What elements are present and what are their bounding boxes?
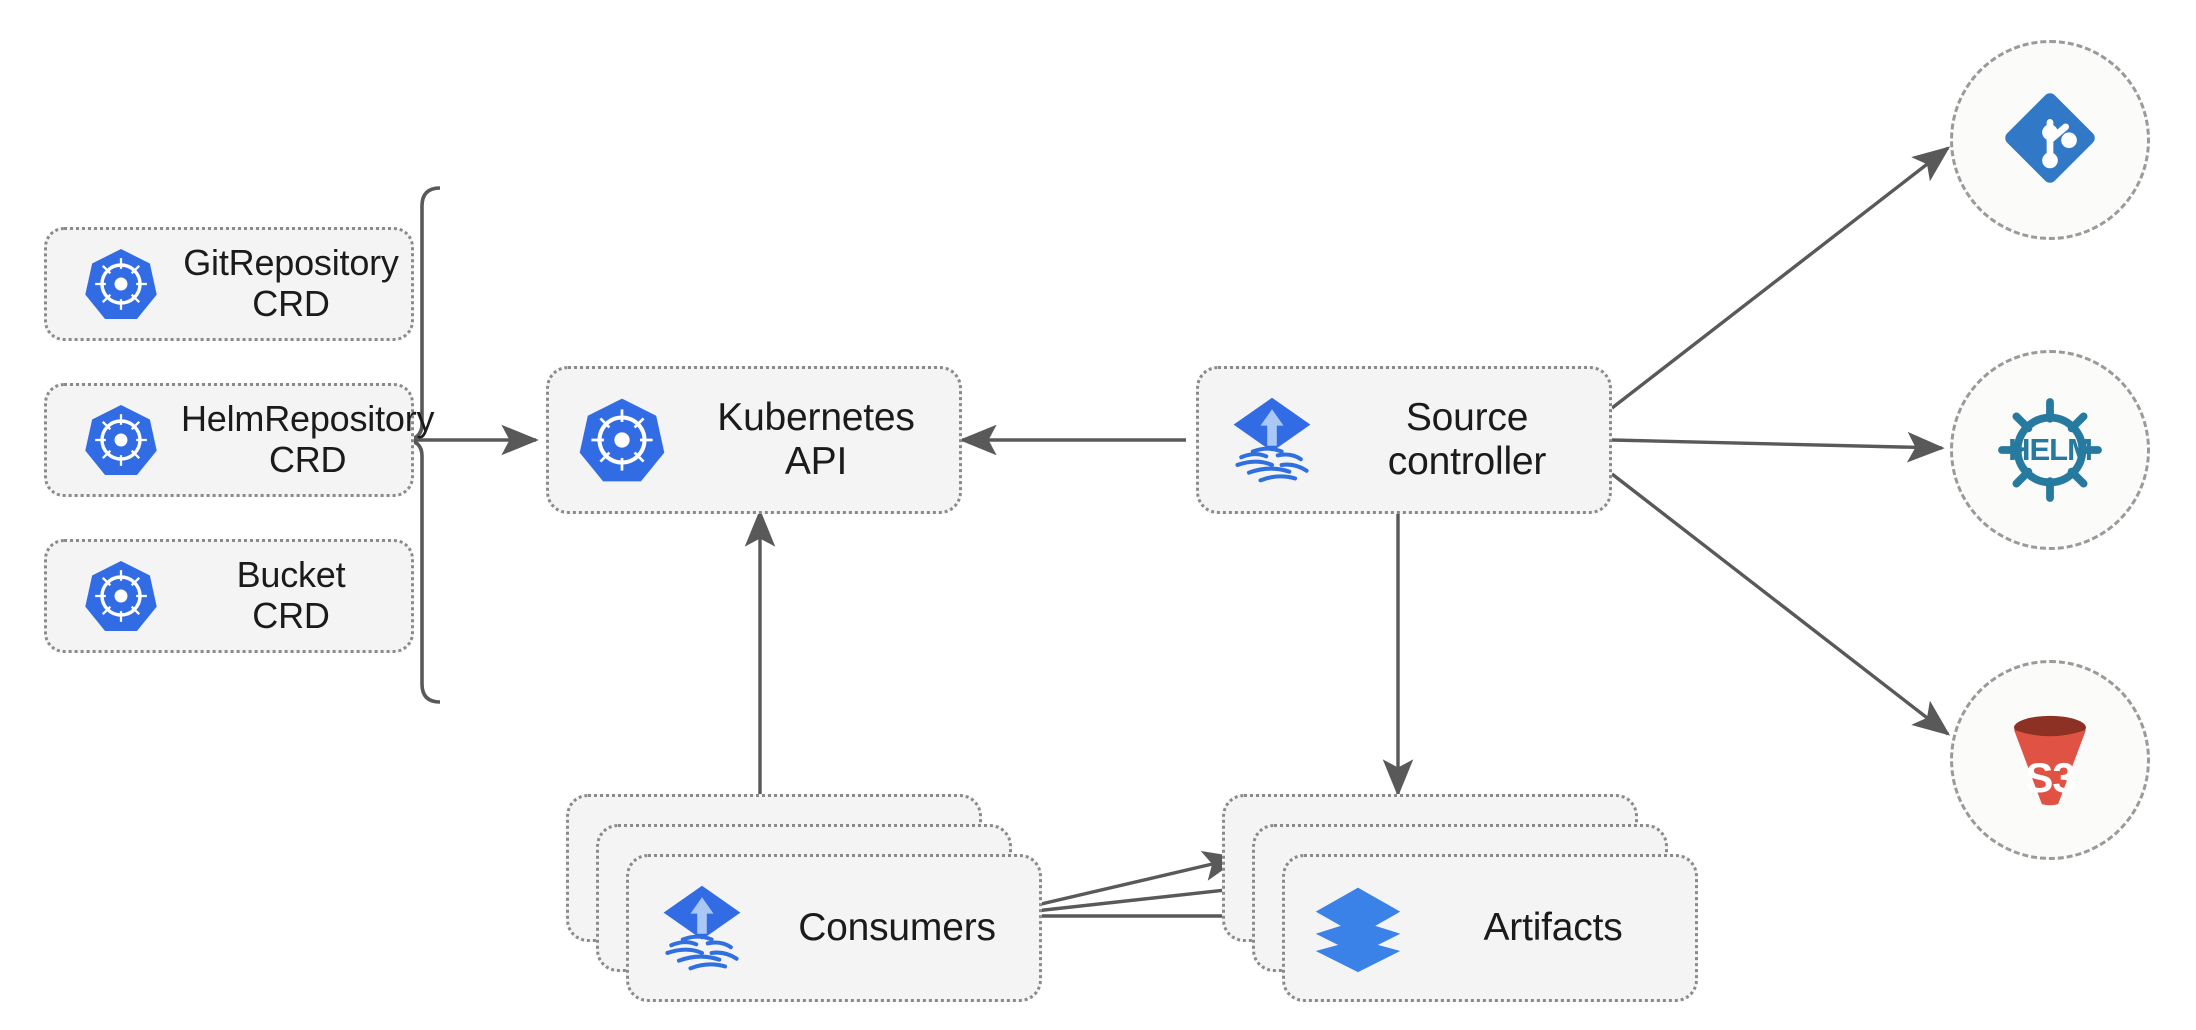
helm-icon: HELM — [1990, 390, 2110, 510]
node-label: Source controller — [1387, 395, 1547, 483]
node-label: Consumers — [798, 905, 996, 949]
edge-source-controller-to-helm — [1611, 431, 1945, 463]
s3-bucket-icon: S3 — [1992, 702, 2108, 818]
node-source-controller[interactable]: Source controller — [1196, 366, 1612, 514]
kubernetes-icon — [61, 246, 181, 322]
edge-source-controller-to-git — [1610, 146, 1951, 410]
helm-wordmark: HELM — [2008, 432, 2093, 467]
target-circle-helm[interactable]: HELM — [1950, 350, 2150, 550]
kubernetes-icon — [61, 558, 181, 634]
crd-box-gitrepository[interactable]: GitRepository CRD — [44, 227, 414, 341]
flux-icon — [639, 880, 765, 976]
target-circle-git[interactable] — [1950, 40, 2150, 240]
kubernetes-icon — [61, 402, 181, 478]
edge-source-controller-to-s3 — [1610, 472, 1951, 736]
layers-icon — [1295, 880, 1421, 976]
kubernetes-icon — [561, 395, 683, 485]
node-consumers[interactable]: Consumers — [626, 854, 1042, 1002]
git-icon — [1994, 82, 2106, 199]
node-artifacts[interactable]: Artifacts — [1282, 854, 1698, 1002]
target-circle-s3[interactable]: S3 — [1950, 660, 2150, 860]
flux-icon — [1209, 392, 1335, 488]
crd-label: GitRepository CRD — [183, 242, 399, 324]
crd-box-helmrepository[interactable]: HelmRepository CRD — [44, 383, 434, 497]
node-kubernetes-api[interactable]: Kubernetes API — [546, 366, 962, 514]
node-label: Artifacts — [1483, 905, 1623, 949]
crd-label: Bucket CRD — [236, 554, 346, 636]
s3-wordmark: S3 — [2025, 754, 2075, 801]
crd-label: HelmRepository CRD — [181, 398, 435, 480]
crd-box-bucket[interactable]: Bucket CRD — [44, 539, 414, 653]
node-label: Kubernetes API — [717, 395, 915, 483]
